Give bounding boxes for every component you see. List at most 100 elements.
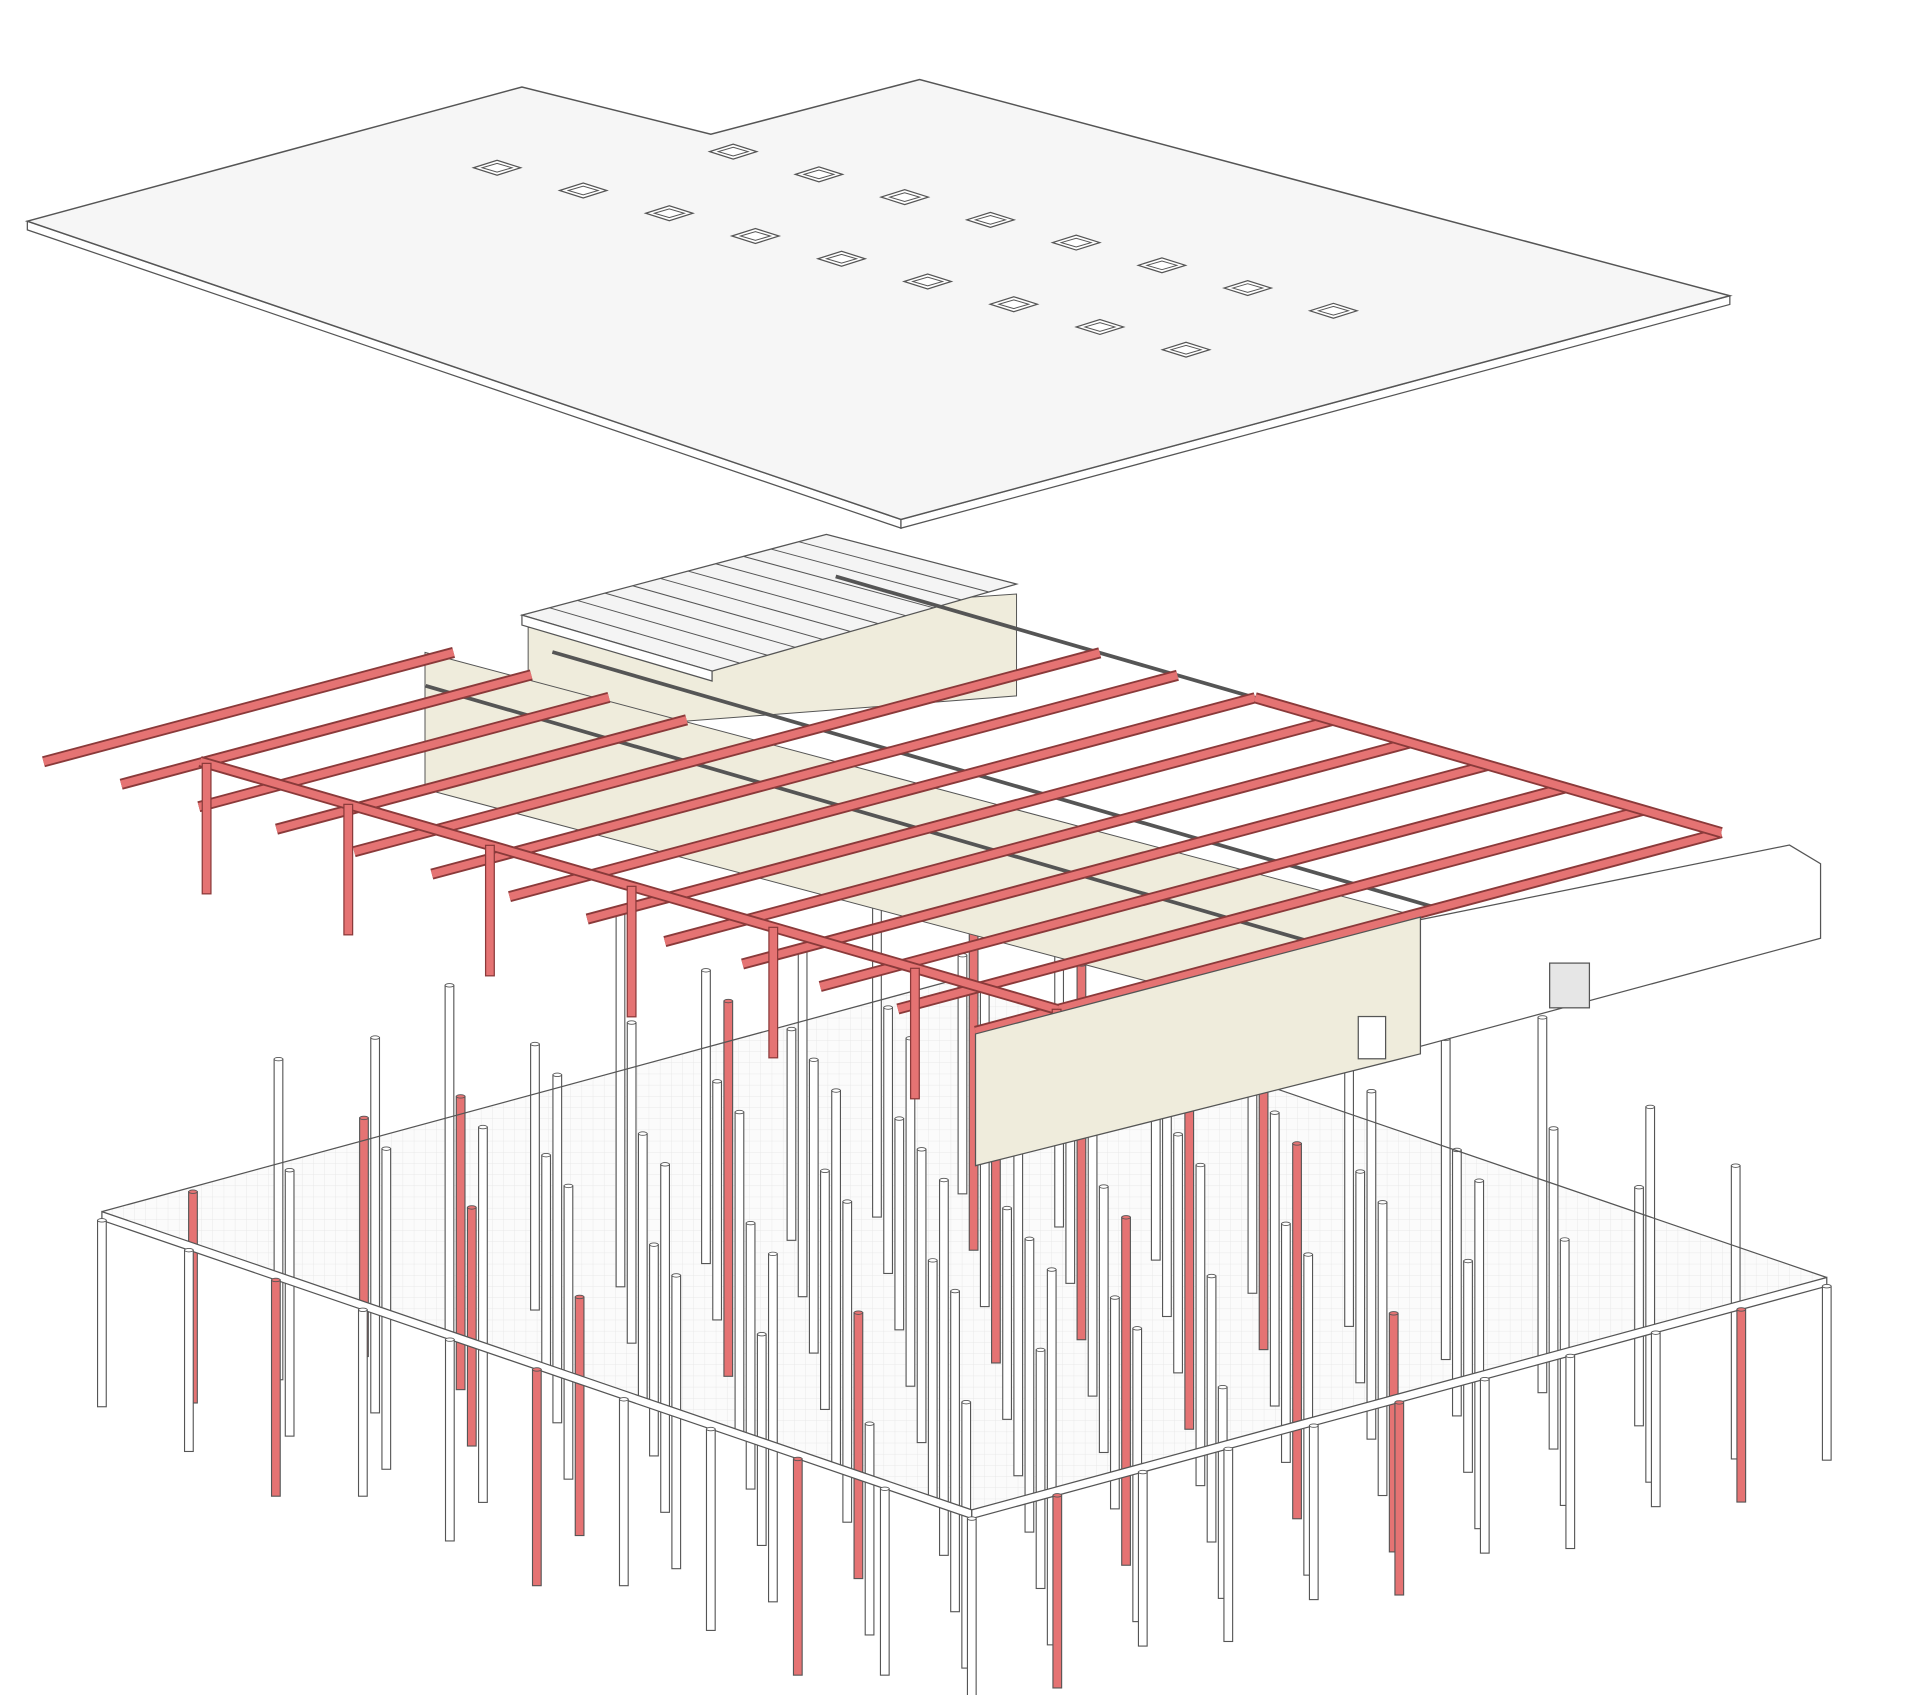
front-wall-panel [974, 916, 1422, 1167]
pile-16 [797, 948, 808, 1298]
roof-slat-9 [770, 548, 962, 601]
pile-49 [1344, 1059, 1354, 1327]
pile-21-cap [466, 1205, 477, 1210]
skylight-inner-row2-2 [652, 208, 687, 219]
pile-61-cap [853, 1310, 864, 1315]
pile-34-cap [820, 1168, 830, 1174]
pile-11-cap [370, 1035, 380, 1040]
skylight-row1-0 [707, 143, 759, 160]
pile-25-cap [808, 1057, 819, 1062]
pile-7-cap [786, 1026, 797, 1032]
pile-75 [1292, 1142, 1302, 1520]
pile-14 [626, 1021, 637, 1344]
column-5 [909, 967, 920, 1100]
skylight-inner-row1-7 [1316, 305, 1351, 316]
pile-23-cap [637, 1131, 648, 1136]
back-girder [1254, 694, 1723, 837]
pile-10 [284, 1169, 295, 1437]
transverse-beam-4 [353, 649, 1101, 856]
annex-door [1549, 962, 1591, 1009]
perimeter-pile-right-5 [1394, 1401, 1405, 1596]
pile-85-cap [1388, 1311, 1399, 1316]
pile-76-cap [1377, 1200, 1388, 1205]
perimeter-pile-right-1 [1052, 1494, 1063, 1689]
pile-83-cap [1217, 1384, 1228, 1390]
roof-slat-8 [743, 555, 934, 609]
pile-25 [808, 1059, 819, 1354]
skylight-row1-1 [793, 166, 845, 183]
pile-59 [1440, 1038, 1451, 1361]
roof-slat-10 [798, 541, 989, 593]
pile-58 [1355, 1170, 1366, 1384]
pile-50-cap [671, 1273, 682, 1278]
pile-60 [767, 1253, 778, 1603]
skylight-inner-row2-4 [824, 253, 859, 264]
pile-61 [853, 1312, 864, 1580]
pile-79-cap [1634, 1185, 1644, 1190]
pile-6 [701, 969, 711, 1265]
pile-67-cap [1366, 1089, 1377, 1094]
transverse-beam-10 [819, 784, 1567, 991]
roof-slat-3 [604, 592, 796, 648]
pile-66-cap [1281, 1221, 1291, 1226]
pile-50 [671, 1274, 682, 1570]
pile-15-cap [712, 1079, 722, 1084]
perimeter-pile-left-3 [357, 1309, 368, 1497]
skylight-inner-row2-5 [910, 276, 945, 287]
pile-14-cap [626, 1020, 637, 1025]
perimeter-pile-left-5 [531, 1368, 542, 1587]
perimeter-pile-left-1-cap [184, 1247, 194, 1253]
pile-76 [1377, 1201, 1388, 1497]
skylight-inner-row1-2 [887, 192, 922, 202]
transverse-beam-5 [430, 671, 1179, 878]
pile-54 [1013, 1127, 1024, 1477]
pile-40 [574, 1296, 585, 1537]
perimeter-pile-right-9 [1736, 1308, 1747, 1503]
skylight-row2-2 [643, 205, 695, 222]
skylight-row1-5 [1136, 257, 1188, 274]
pile-20-cap [381, 1146, 392, 1151]
pile-60-cap [768, 1251, 778, 1257]
pile-41-cap [660, 1162, 670, 1167]
perimeter-pile-left-6 [618, 1398, 629, 1587]
skylight-row2-6 [988, 296, 1040, 313]
pile-6-cap [701, 968, 711, 973]
pile-44-cap [916, 1147, 927, 1152]
perimeter-pile-right-4 [1308, 1425, 1319, 1601]
pile-86-cap [1474, 1178, 1484, 1183]
pile-22-cap [552, 1072, 563, 1078]
pile-69-cap [1537, 1015, 1548, 1020]
pile-1-cap [273, 1056, 284, 1062]
pile-0-cap [188, 1189, 198, 1194]
pile-68 [1451, 1149, 1462, 1417]
perimeter-pile-left-9-cap [880, 1486, 890, 1491]
pile-26-cap [894, 1116, 905, 1121]
pile-53-cap [927, 1258, 938, 1263]
pile-26 [894, 1118, 905, 1331]
skylight-row2-4 [815, 250, 868, 267]
pile-32 [649, 1244, 659, 1457]
skylight-row1-7 [1307, 302, 1360, 319]
pile-43 [831, 1089, 841, 1467]
pile-47 [1173, 1133, 1183, 1374]
skylight-row2-3 [729, 227, 782, 245]
pile-69 [1537, 1016, 1548, 1394]
pile-71 [950, 1290, 960, 1613]
pile-13 [541, 1154, 552, 1367]
pile-52-cap [842, 1199, 853, 1204]
skylight-row2-1 [557, 182, 609, 199]
skylight-inner-row2-6 [997, 299, 1031, 310]
pile-33 [734, 1111, 745, 1434]
skylight-inner-row2-1 [566, 185, 600, 196]
perimeter-pile-left-10 [966, 1518, 977, 1695]
pile-77-cap [1463, 1258, 1473, 1264]
pile-24-cap [723, 998, 734, 1004]
pile-73 [1121, 1216, 1131, 1566]
pile-88-cap [1645, 1104, 1655, 1110]
pile-55 [1098, 1185, 1109, 1454]
skylight-inner-row1-4 [1059, 237, 1093, 248]
pile-31 [563, 1185, 574, 1480]
perimeter-pile-right-4-cap [1308, 1423, 1319, 1428]
perimeter-pile-right-2-cap [1138, 1469, 1148, 1475]
pile-12-cap [455, 1094, 466, 1099]
